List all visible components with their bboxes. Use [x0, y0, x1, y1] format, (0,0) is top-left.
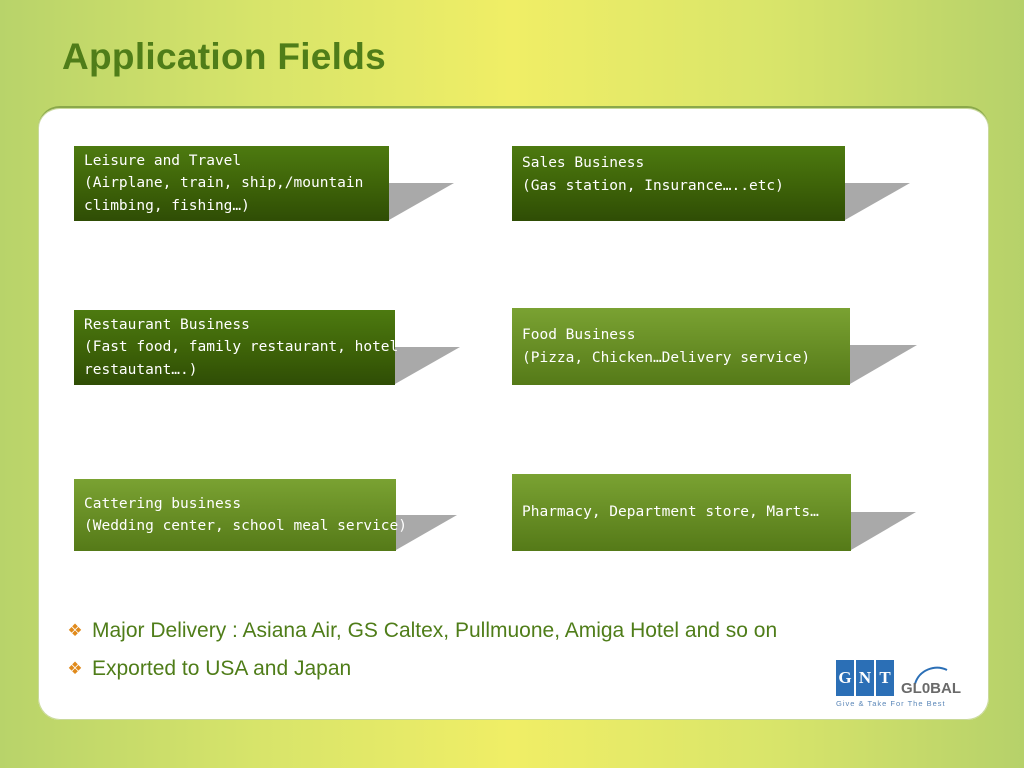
- box-shadow-2: [845, 183, 910, 220]
- field-pharmacy-stores: Pharmacy, Department store, Marts…: [512, 474, 851, 551]
- logo-tagline: Give & Take For The Best: [836, 699, 946, 708]
- box-shadow-3: [395, 347, 460, 384]
- field-restaurant-business: Restaurant Business (Fast food, family r…: [74, 310, 399, 385]
- field-line: restautant….): [84, 361, 198, 378]
- box-shadow-5: [396, 515, 457, 550]
- bullet-text: Exported to USA and Japan: [92, 657, 352, 680]
- slide-title: Application Fields: [62, 36, 387, 77]
- logo-wordmark: GL0BAL: [901, 680, 961, 697]
- swoosh-icon: [914, 666, 948, 685]
- field-line: Cattering business: [84, 495, 242, 512]
- logo-letter: T: [876, 660, 894, 696]
- field-line: (Gas station, Insurance…..etc): [522, 177, 784, 194]
- box-shadow-6: [851, 512, 916, 550]
- field-line: climbing, fishing…): [84, 197, 250, 214]
- field-line: (Pizza, Chicken…Delivery service): [522, 349, 811, 366]
- field-line: (Airplane, train, ship,/mountain: [84, 175, 364, 192]
- logo-letter: N: [856, 660, 874, 696]
- field-sales-business: Sales Business (Gas station, Insurance….…: [512, 146, 845, 221]
- field-line: Food Business: [522, 327, 636, 343]
- bullet-list: ❖ Major Delivery : Asiana Air, GS Caltex…: [66, 612, 777, 688]
- logo-letter: G: [836, 660, 854, 696]
- diamond-cluster-icon: ❖: [67, 659, 83, 678]
- bullet-text: Major Delivery : Asiana Air, GS Caltex, …: [92, 619, 778, 642]
- field-line: Sales Business: [522, 155, 645, 171]
- diamond-cluster-icon: ❖: [67, 621, 83, 640]
- field-line: (Fast food, family restaurant, hotel: [84, 339, 399, 356]
- gnt-global-logo: G N T GL0BAL Give & Take For The Best: [835, 660, 975, 710]
- field-line: Restaurant Business: [84, 316, 250, 333]
- field-cattering-business: Cattering business (Wedding center, scho…: [74, 479, 408, 551]
- field-line: Pharmacy, Department store, Marts…: [522, 504, 819, 521]
- field-food-business: Food Business (Pizza, Chicken…Delivery s…: [512, 308, 850, 385]
- field-line: (Wedding center, school meal service): [84, 518, 408, 534]
- field-line: Leisure and Travel: [84, 152, 242, 169]
- bullet-item: ❖ Major Delivery : Asiana Air, GS Caltex…: [66, 612, 777, 650]
- box-shadow-1: [389, 183, 454, 220]
- bullet-item: ❖ Exported to USA and Japan: [66, 650, 777, 688]
- box-shadow-4: [850, 345, 917, 384]
- field-leisure-travel: Leisure and Travel (Airplane, train, shi…: [74, 146, 389, 221]
